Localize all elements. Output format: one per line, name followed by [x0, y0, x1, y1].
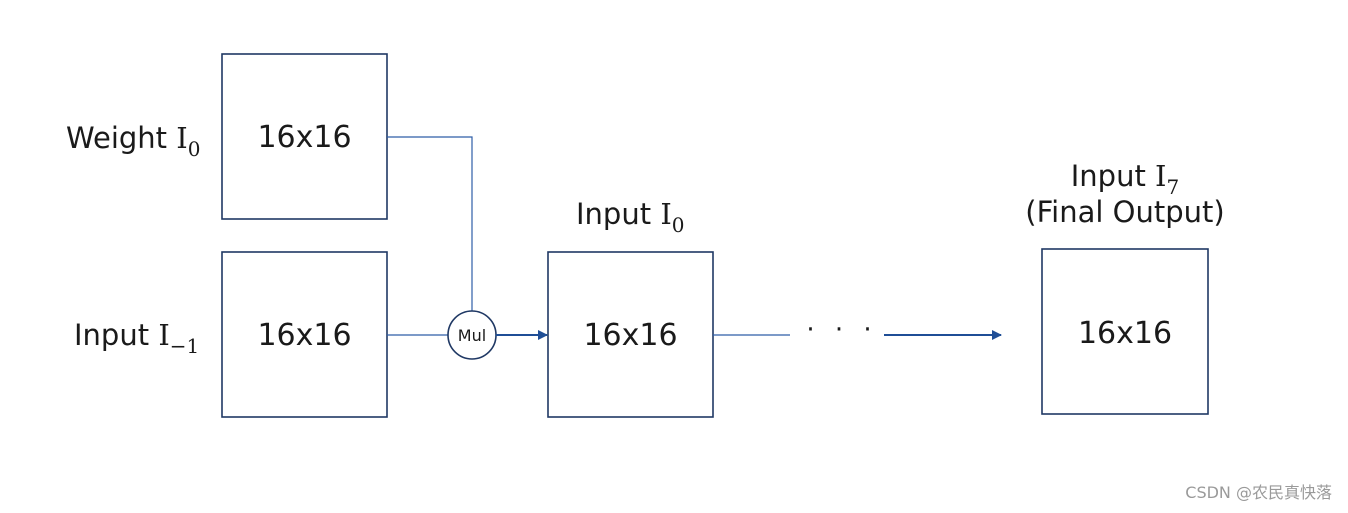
input-prev-matrix-size: 16x16: [257, 318, 351, 353]
input-prev-label: Input I−1: [74, 318, 199, 358]
input-0-block: Input I0 16x16: [547, 197, 714, 418]
mul-node: Mul: [447, 310, 497, 360]
mul-label: Mul: [458, 326, 486, 345]
weight-matrix-size: 16x16: [257, 120, 351, 155]
final-matrix-size: 16x16: [1078, 316, 1172, 351]
final-label-line1: Input I7: [1071, 159, 1180, 199]
weight-label: Weight I0: [66, 121, 200, 161]
weight-to-mul-connector: [387, 136, 473, 315]
input-0-matrix-size: 16x16: [583, 318, 677, 353]
input-prev-matrix-box: [221, 251, 388, 418]
weight-matrix-box: [221, 53, 388, 220]
input-0-matrix-box: [547, 251, 714, 418]
input-prev-block: Input I−1 16x16: [74, 251, 388, 418]
final-label-line2: (Final Output): [1025, 195, 1224, 229]
weight-block: Weight I0 16x16: [66, 53, 388, 220]
ellipsis: · · ·: [806, 315, 877, 345]
input-0-label: Input I0: [576, 197, 685, 237]
final-output-block: Input I7 (Final Output) 16x16: [1025, 159, 1225, 415]
watermark-text: CSDN @农民真快落: [1185, 483, 1332, 502]
final-matrix-box: [1041, 248, 1209, 415]
